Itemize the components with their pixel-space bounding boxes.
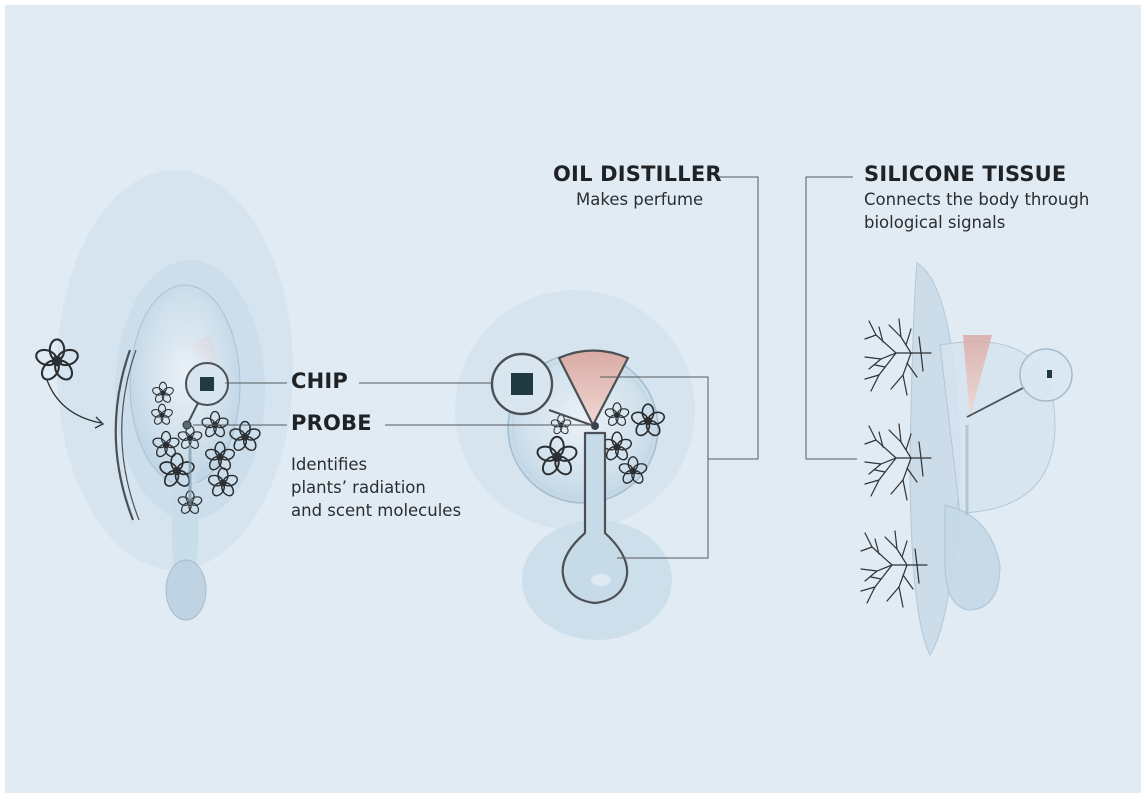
right-device (805, 176, 1073, 657)
probe-title: PROBE (291, 411, 372, 435)
probe-desc-line3: and scent molecules (291, 501, 462, 520)
chip-title: CHIP (291, 369, 348, 393)
silicone-tissue-title: SILICONE TISSUE (864, 162, 1067, 186)
oil-distiller-desc: Makes perfume (576, 190, 704, 209)
probe-desc-line1: Identifies (291, 455, 368, 474)
chip-icon (200, 377, 214, 391)
diagram-artwork (33, 170, 1073, 657)
diagram-canvas: OIL DISTILLER Makes perfume SILICONE TIS… (5, 5, 1141, 793)
chip-icon (1047, 370, 1052, 378)
probe-desc-line2: plants’ radiation (291, 478, 426, 497)
oil-distiller-title: OIL DISTILLER (553, 162, 722, 186)
chip-icon (511, 373, 533, 395)
silicone-tissue-desc-line2: biological signals (864, 213, 1006, 232)
left-device (33, 170, 293, 621)
silicone-tissue-desc-line1: Connects the body through (864, 190, 1090, 209)
perfume-drop-icon (591, 574, 611, 586)
middle-device (359, 176, 759, 640)
